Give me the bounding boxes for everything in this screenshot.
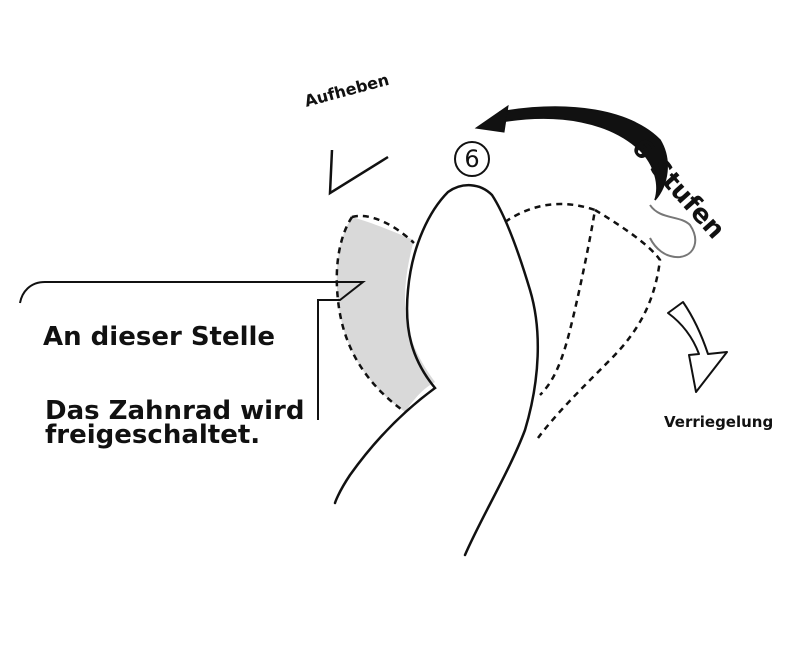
callout-title: An dieser Stelle [43,322,276,352]
check-mark-icon [328,149,389,196]
step-number: 6 [464,145,480,173]
brush-trail-icon [649,204,697,259]
callout-leader-line [19,281,366,420]
lock-label: Verriegelung [664,413,774,431]
down-arrow-outline-icon [667,301,728,393]
callout-description: Das Zahnrad wird freigeschaltet. [45,396,305,450]
rotated-position-outline-far-right [536,208,662,439]
previous-position-outline-left-top [351,214,415,244]
rotated-position-outline-right [504,202,597,396]
curved-arrow-left-icon [499,106,668,201]
curved-arrow-head-icon [474,104,509,133]
step-badge-circle [454,141,490,177]
previous-position-outline-left [335,216,406,414]
lever-outline [333,184,540,557]
highlight-region [336,217,435,412]
